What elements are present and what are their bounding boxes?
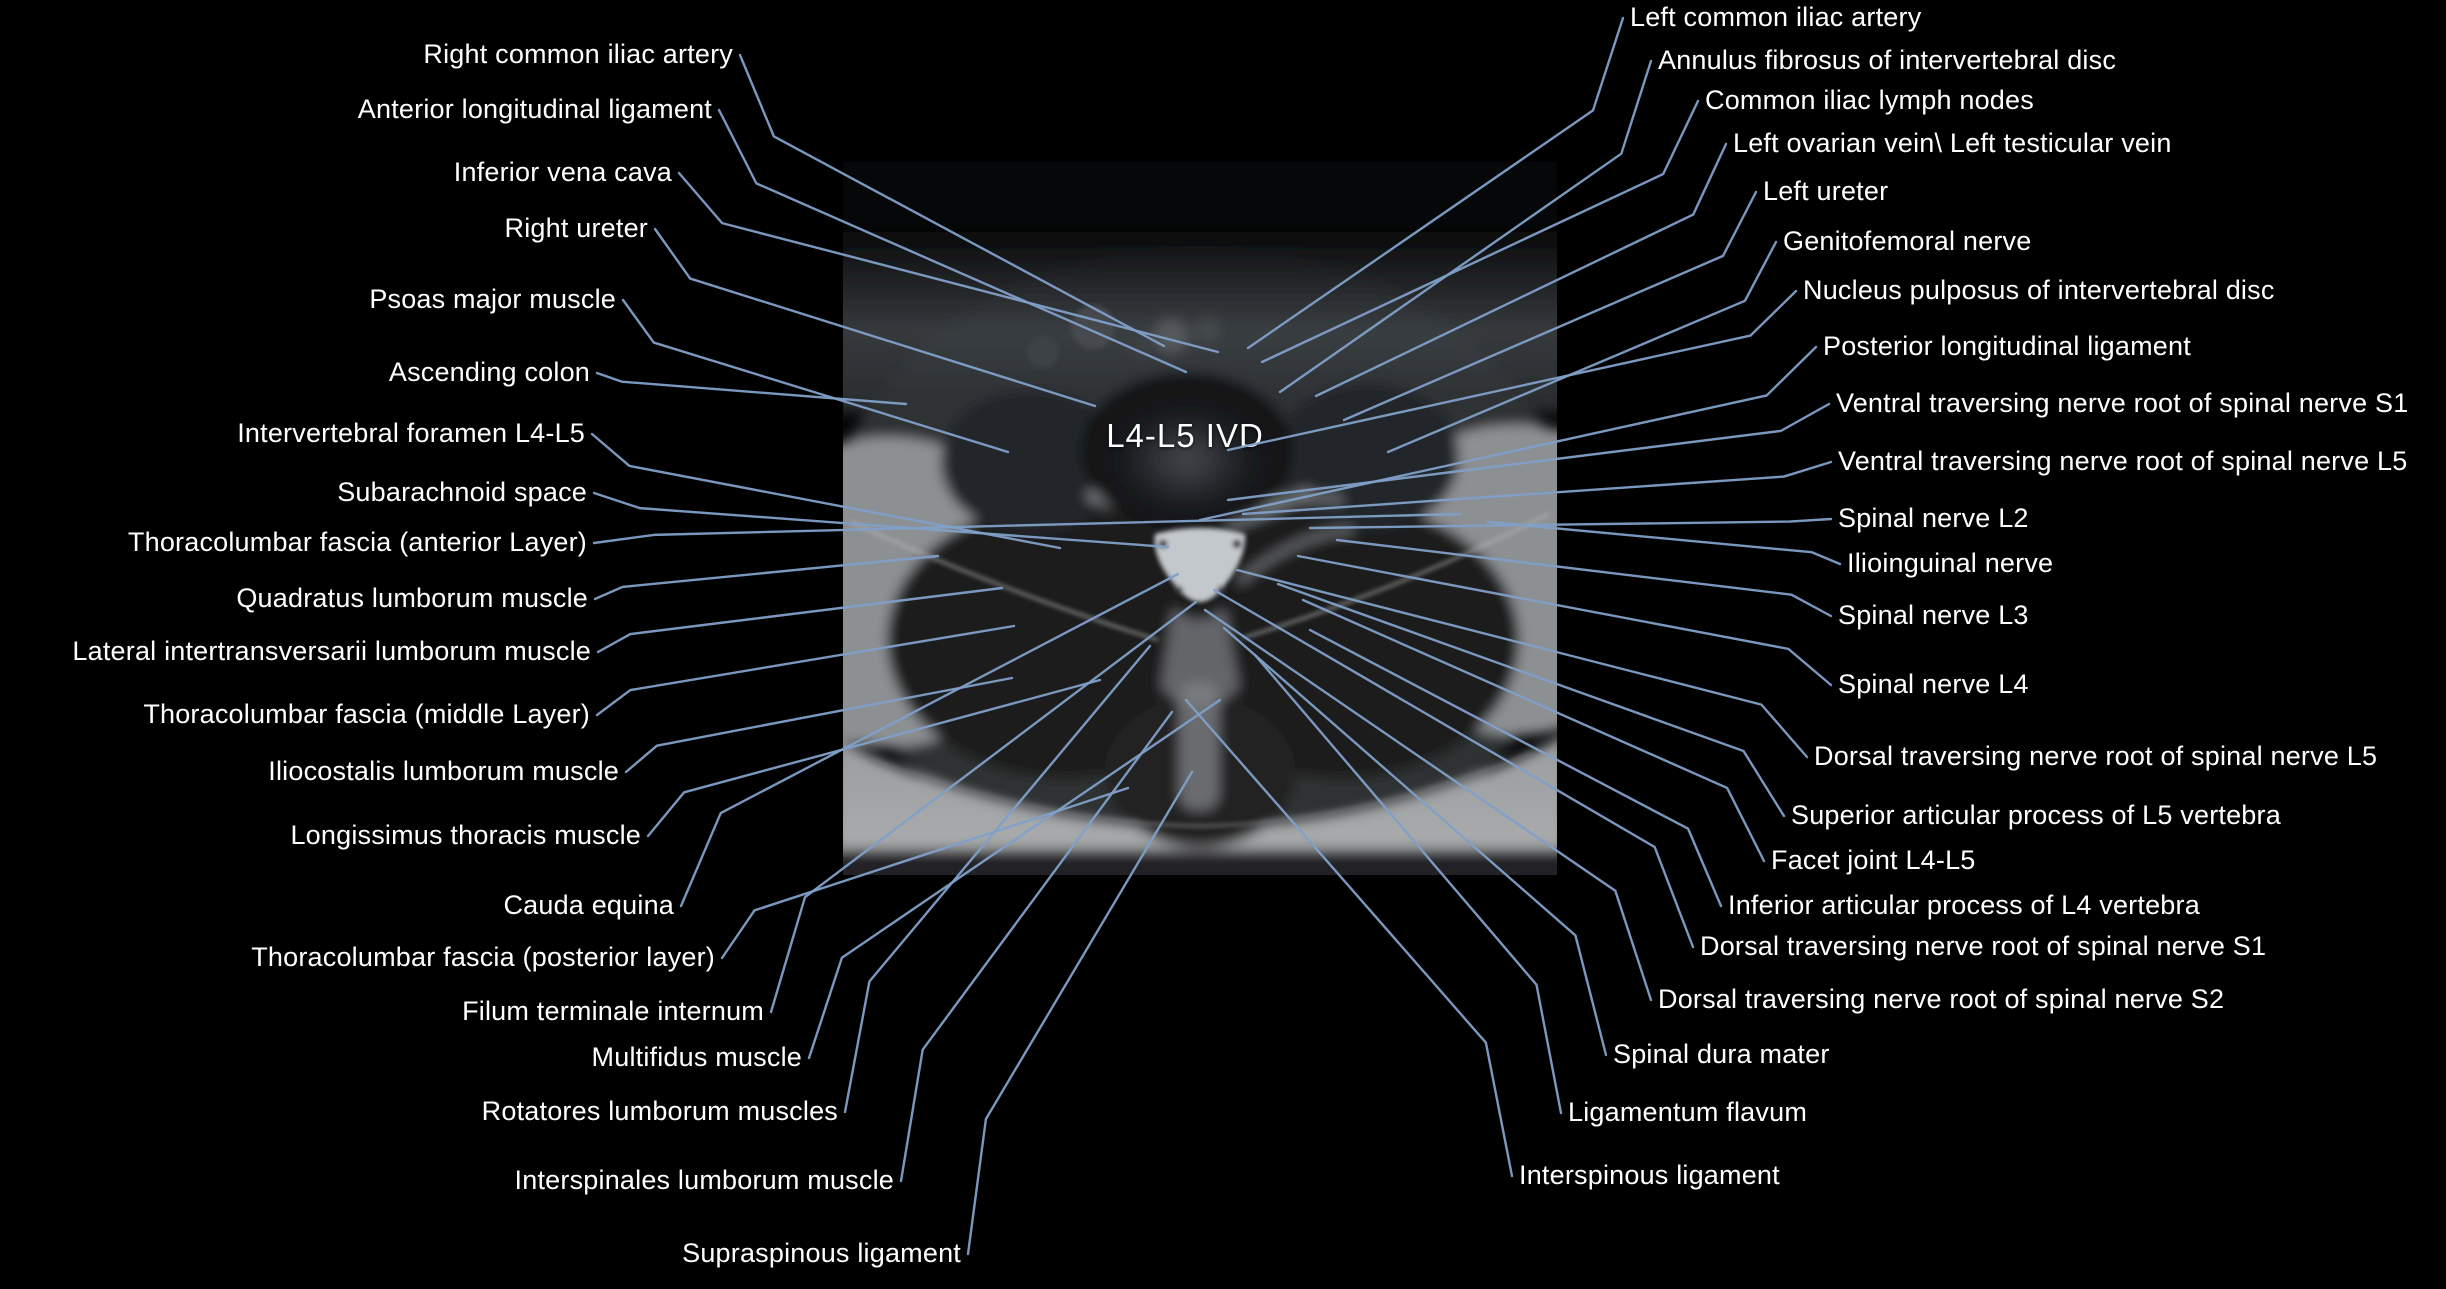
anatomy-label: Inferior articular process of L4 vertebr… [1728, 890, 2200, 921]
anatomy-label: Dorsal traversing nerve root of spinal n… [1700, 931, 2267, 962]
center-disc-label: L4-L5 IVD [1106, 417, 1264, 454]
anatomy-label: Common iliac lymph nodes [1705, 85, 2034, 116]
anatomy-label: Spinal nerve L4 [1838, 669, 2029, 700]
anatomy-label: Quadratus lumborum muscle [236, 583, 588, 614]
anatomy-label: Superior articular process of L5 vertebr… [1791, 800, 2281, 831]
anatomy-label: Dorsal traversing nerve root of spinal n… [1814, 741, 2378, 772]
anatomy-label: Inferior vena cava [453, 157, 672, 188]
anatomy-label: Right ureter [504, 213, 648, 244]
anatomy-label: Psoas major muscle [369, 284, 616, 315]
anatomy-label: Spinal nerve L3 [1838, 600, 2029, 631]
anatomy-label: Posterior longitudinal ligament [1823, 331, 2191, 362]
anatomy-label: Annulus fibrosus of intervertebral disc [1658, 45, 2117, 76]
anatomy-label: Cauda equina [503, 890, 674, 921]
anatomy-label: Ligamentum flavum [1568, 1097, 1808, 1128]
anatomy-label: Ventral traversing nerve root of spinal … [1836, 388, 2409, 419]
anatomy-label: Left ureter [1763, 176, 1889, 207]
anatomy-label: Intervertebral foramen L4-L5 [237, 418, 585, 449]
anatomy-label: Anterior longitudinal ligament [357, 94, 712, 125]
anatomy-label: Nucleus pulposus of intervertebral disc [1803, 275, 2275, 306]
anatomy-label: Interspinales lumborum muscle [514, 1165, 894, 1196]
anatomy-label: Spinal dura mater [1613, 1039, 1830, 1070]
anatomy-label: Thoracolumbar fascia (middle Layer) [143, 699, 590, 730]
anatomy-label: Lateral intertransversarii lumborum musc… [72, 636, 591, 667]
anatomy-label: Supraspinous ligament [682, 1238, 961, 1269]
anatomy-label: Ascending colon [388, 357, 590, 388]
anatomy-label: Ventral traversing nerve root of spinal … [1838, 446, 2408, 477]
anatomy-label: Left common iliac artery [1630, 2, 1922, 33]
anatomy-label: Multifidus muscle [591, 1042, 802, 1073]
anatomy-label: Right common iliac artery [423, 39, 733, 70]
anatomy-label: Thoracolumbar fascia (anterior Layer) [127, 527, 587, 558]
anatomy-label: Interspinous ligament [1519, 1160, 1780, 1191]
anatomy-label: Dorsal traversing nerve root of spinal n… [1658, 984, 2225, 1015]
anatomy-label: Ilioinguinal nerve [1847, 548, 2054, 579]
mri-image [723, 162, 1680, 890]
anatomy-label: Spinal nerve L2 [1838, 503, 2029, 534]
anatomy-label: Filum terminale internum [462, 996, 764, 1027]
anatomy-label: Iliocostalis lumborum muscle [268, 756, 619, 787]
anatomy-label: Thoracolumbar fascia (posterior layer) [251, 942, 715, 973]
anatomy-label: Genitofemoral nerve [1783, 226, 2032, 257]
anatomy-label: Facet joint L4-L5 [1771, 845, 1976, 876]
anatomy-label: Left ovarian vein\ Left testicular vein [1733, 128, 2172, 159]
anatomy-label: Subarachnoid space [337, 477, 587, 508]
mri-axial-illustration [723, 162, 1680, 890]
anatomy-label: Rotatores lumborum muscles [481, 1096, 838, 1127]
anatomy-label: Longissimus thoracis muscle [290, 820, 641, 851]
